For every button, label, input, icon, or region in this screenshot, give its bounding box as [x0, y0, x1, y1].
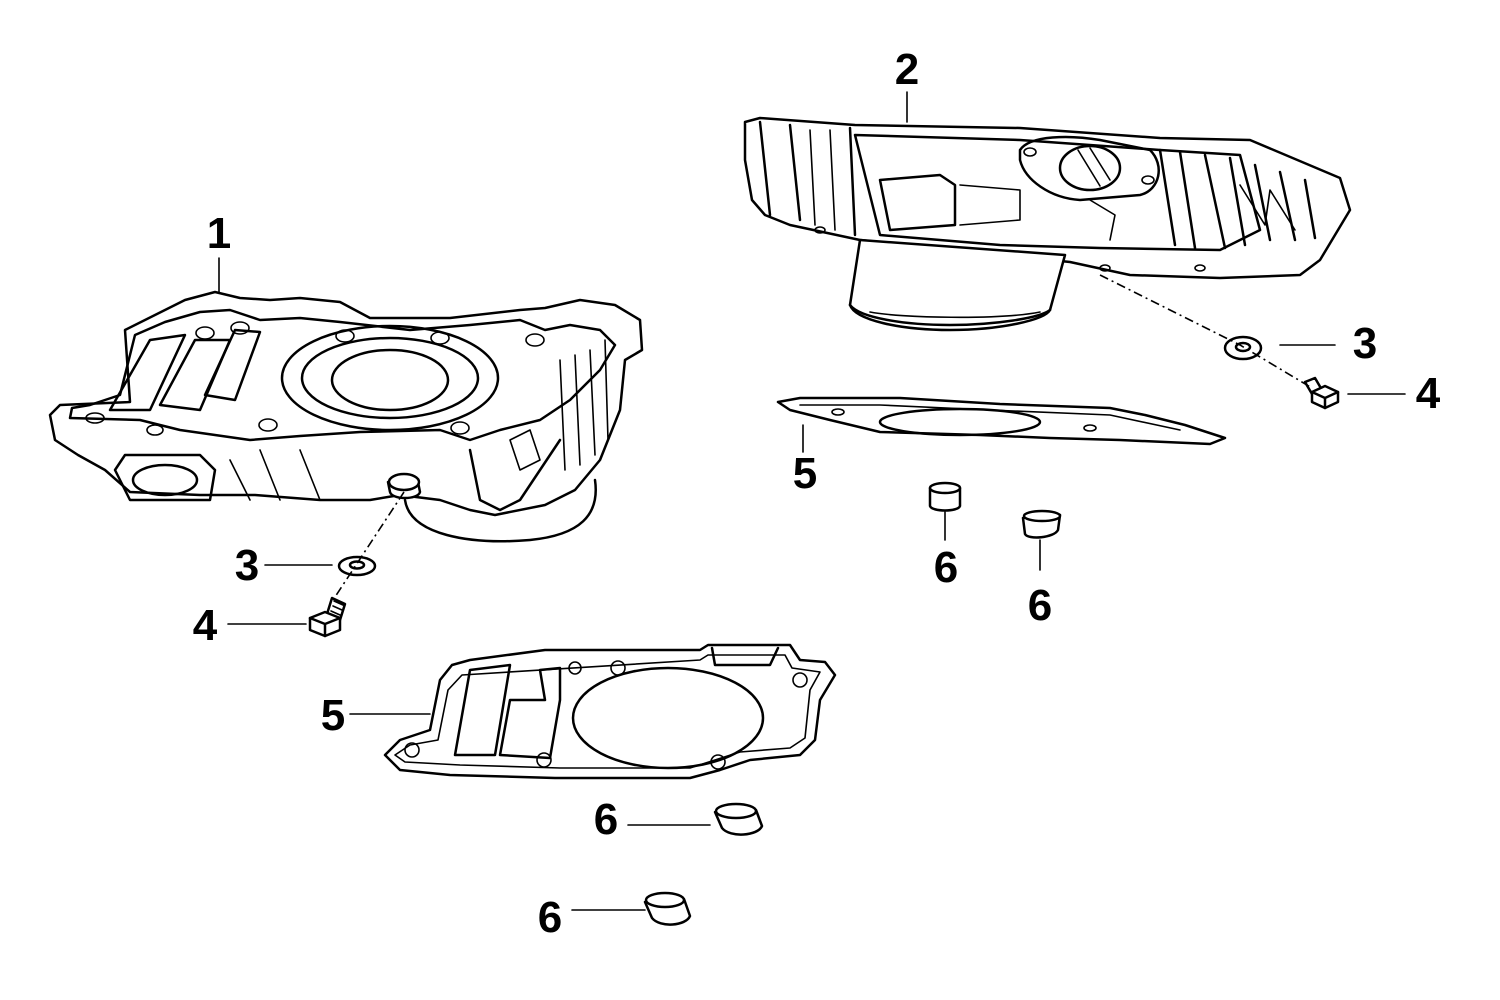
- dowel-pin-part-6-a: [928, 481, 962, 512]
- cylinder-part-1: [48, 290, 644, 543]
- washer-part-3-left: [337, 555, 377, 577]
- callout-part-6-d: 6: [538, 893, 562, 942]
- washer-part-3-right: [1223, 335, 1263, 361]
- dowel-pin-part-6-c: [713, 802, 764, 836]
- bolt-part-4-left: [308, 596, 347, 638]
- gasket-part-5-left: [383, 643, 837, 780]
- callout-part-4-left: 4: [193, 601, 218, 650]
- callout-part-2: 2: [895, 45, 919, 94]
- callout-labels: 1 2 3 3 4 4 5 5 6 6 6 6: [193, 45, 1441, 942]
- callout-part-6-a: 6: [934, 543, 958, 592]
- bolt-part-4-right: [1303, 376, 1340, 410]
- callout-part-3-left: 3: [235, 541, 259, 590]
- assembly-lines: [332, 274, 1313, 601]
- callout-part-4-right: 4: [1416, 369, 1441, 418]
- callout-part-6-c: 6: [594, 795, 618, 844]
- callout-part-3-right: 3: [1353, 319, 1377, 368]
- dowel-pin-part-6-d: [643, 891, 692, 926]
- callout-part-6-b: 6: [1028, 581, 1052, 630]
- callout-part-1: 1: [207, 209, 231, 258]
- cylinder-part-2: [743, 116, 1352, 332]
- leader-lines: [218, 91, 1406, 911]
- gasket-part-5-right: [776, 396, 1227, 446]
- callout-part-5-right: 5: [793, 449, 817, 498]
- callout-part-5-left: 5: [321, 691, 345, 740]
- dowel-pin-part-6-b: [1021, 509, 1062, 539]
